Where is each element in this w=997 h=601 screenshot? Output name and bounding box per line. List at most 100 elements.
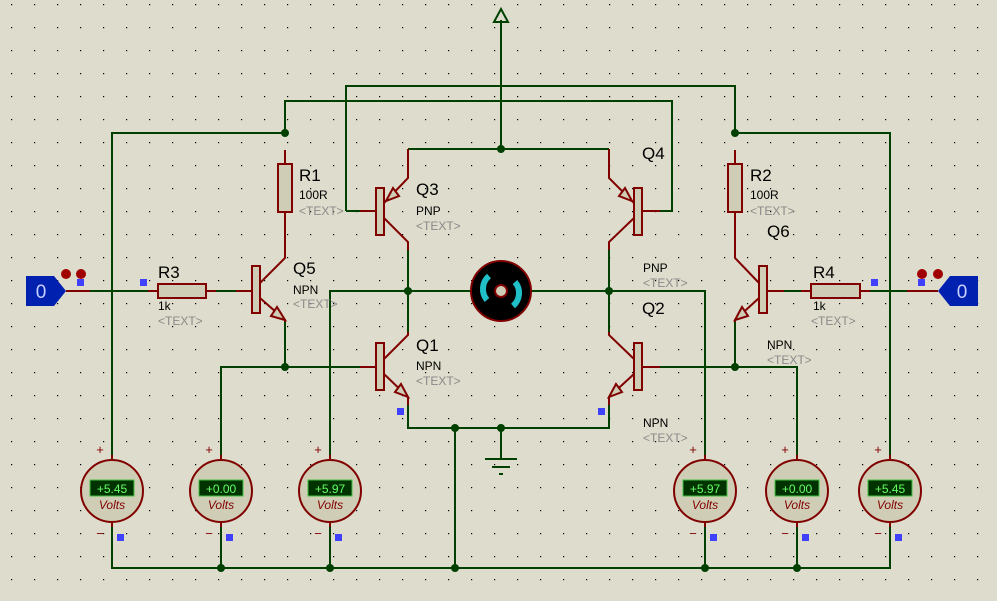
transistor-type: PNP: [416, 204, 441, 218]
transistor-type: NPN: [416, 359, 441, 373]
state-indicator-icon: [933, 269, 943, 279]
voltmeter-reading: +5.97: [690, 482, 721, 496]
voltmeter-unit: Volts: [692, 498, 718, 512]
voltmeter-unit: Volts: [784, 498, 810, 512]
pin-marker: [918, 279, 925, 286]
transistor-q2[interactable]: Q2 NPN <TEXT>: [606, 299, 688, 445]
pin-marker: [77, 279, 84, 286]
voltmeter-reading: +5.45: [875, 482, 906, 496]
resistor-value: 100R: [750, 188, 779, 202]
transistor-ref: Q2: [642, 299, 665, 318]
resistor-r1[interactable]: R1 100R <TEXT>: [277, 150, 344, 222]
transistor-q5[interactable]: Q5 NPN <TEXT>: [236, 222, 338, 322]
resistor-ref: R2: [750, 166, 772, 185]
pin-marker: [598, 408, 605, 415]
transistor-text: <TEXT>: [416, 219, 461, 233]
pin-marker: [397, 408, 404, 415]
minus-terminal-label: −: [689, 526, 697, 541]
transistor-type: NPN: [767, 338, 792, 352]
plus-terminal-label: +: [96, 442, 104, 457]
logic-input-right[interactable]: 0: [907, 269, 978, 306]
voltmeter-unit: Volts: [99, 498, 125, 512]
resistor-value: 100R: [299, 188, 328, 202]
pin-marker: [335, 534, 342, 541]
voltmeter-display: [867, 479, 913, 497]
pin-marker: [710, 534, 717, 541]
transistor-text: <TEXT>: [767, 353, 812, 367]
resistor-ref: R4: [813, 263, 835, 282]
voltmeter-display: [307, 479, 353, 497]
resistor-text: <TEXT>: [811, 314, 856, 328]
transistor-ref: Q1: [416, 336, 439, 355]
voltmeter-display: [682, 479, 728, 497]
plus-terminal-label: +: [874, 442, 882, 457]
power-terminal[interactable]: [492, 6, 510, 23]
pin-marker: [802, 534, 809, 541]
voltmeter-display: [89, 479, 135, 497]
resistor-r4[interactable]: R4 1k <TEXT>: [801, 263, 870, 328]
transistor-q4[interactable]: Q4 PNP <TEXT>: [608, 144, 688, 290]
pin-marker: [140, 279, 147, 286]
transistor-q1[interactable]: Q1 NPN <TEXT>: [360, 332, 461, 405]
voltmeter-reading: +5.45: [97, 482, 128, 496]
ground-terminal[interactable]: [485, 458, 517, 475]
resistor-ref: R1: [299, 166, 321, 185]
logic-input-value: 0: [957, 282, 968, 303]
resistor-text: <TEXT>: [158, 314, 203, 328]
transistor-type: NPN: [643, 416, 668, 430]
minus-terminal-label: −: [96, 526, 104, 541]
voltmeter-reading: +0.00: [206, 482, 237, 496]
plus-terminal-label: +: [689, 442, 697, 457]
resistor-value: 1k: [813, 299, 827, 313]
resistor-text: <TEXT>: [750, 204, 795, 218]
plus-terminal-label: +: [781, 442, 789, 457]
transistor-text: <TEXT>: [643, 431, 688, 445]
logic-input-left[interactable]: 0: [26, 269, 90, 306]
junctions: [217, 129, 801, 572]
transistor-ref: Q4: [642, 144, 665, 163]
voltmeter-unit: Volts: [317, 498, 343, 512]
transistor-q3[interactable]: Q3 PNP <TEXT>: [360, 149, 461, 250]
state-indicator-icon: [76, 269, 86, 279]
transistor-ref: Q5: [293, 259, 316, 278]
plus-terminal-label: +: [205, 442, 213, 457]
plus-terminal-label: +: [314, 442, 322, 457]
power-arrow-icon: [492, 6, 510, 23]
motor[interactable]: [470, 260, 532, 322]
motor-rotor-icon: [480, 273, 492, 302]
logic-input-value: 0: [36, 282, 47, 303]
transistor-type: NPN: [293, 283, 318, 297]
minus-terminal-label: −: [205, 526, 213, 541]
voltmeter-unit: Volts: [877, 498, 903, 512]
state-indicator-icon: [61, 269, 71, 279]
transistor-ref: Q3: [416, 180, 439, 199]
wires: [90, 20, 907, 569]
pin-marker: [895, 534, 902, 541]
minus-terminal-label: −: [874, 526, 882, 541]
resistor-ref: R3: [158, 263, 180, 282]
transistor-type: PNP: [643, 261, 668, 275]
voltmeter-unit: Volts: [208, 498, 234, 512]
transistor-q6[interactable]: Q6 NPN <TEXT>: [732, 222, 812, 367]
transistor-text: <TEXT>: [293, 297, 338, 311]
resistor-value: 1k: [158, 299, 172, 313]
resistor-r2[interactable]: R2 100R <TEXT>: [727, 150, 795, 222]
pin-marker: [117, 534, 124, 541]
resistor-r3[interactable]: R3 1k <TEXT>: [148, 263, 216, 328]
voltmeter-reading: +0.00: [782, 482, 813, 496]
transistor-ref: Q6: [767, 222, 790, 241]
minus-terminal-label: −: [781, 526, 789, 541]
voltmeter-display: [198, 479, 244, 497]
voltmeter-display: [774, 479, 820, 497]
transistor-text: <TEXT>: [643, 276, 688, 290]
voltmeter-reading: +5.97: [315, 482, 346, 496]
pin-marker: [226, 534, 233, 541]
pin-marker: [871, 279, 878, 286]
